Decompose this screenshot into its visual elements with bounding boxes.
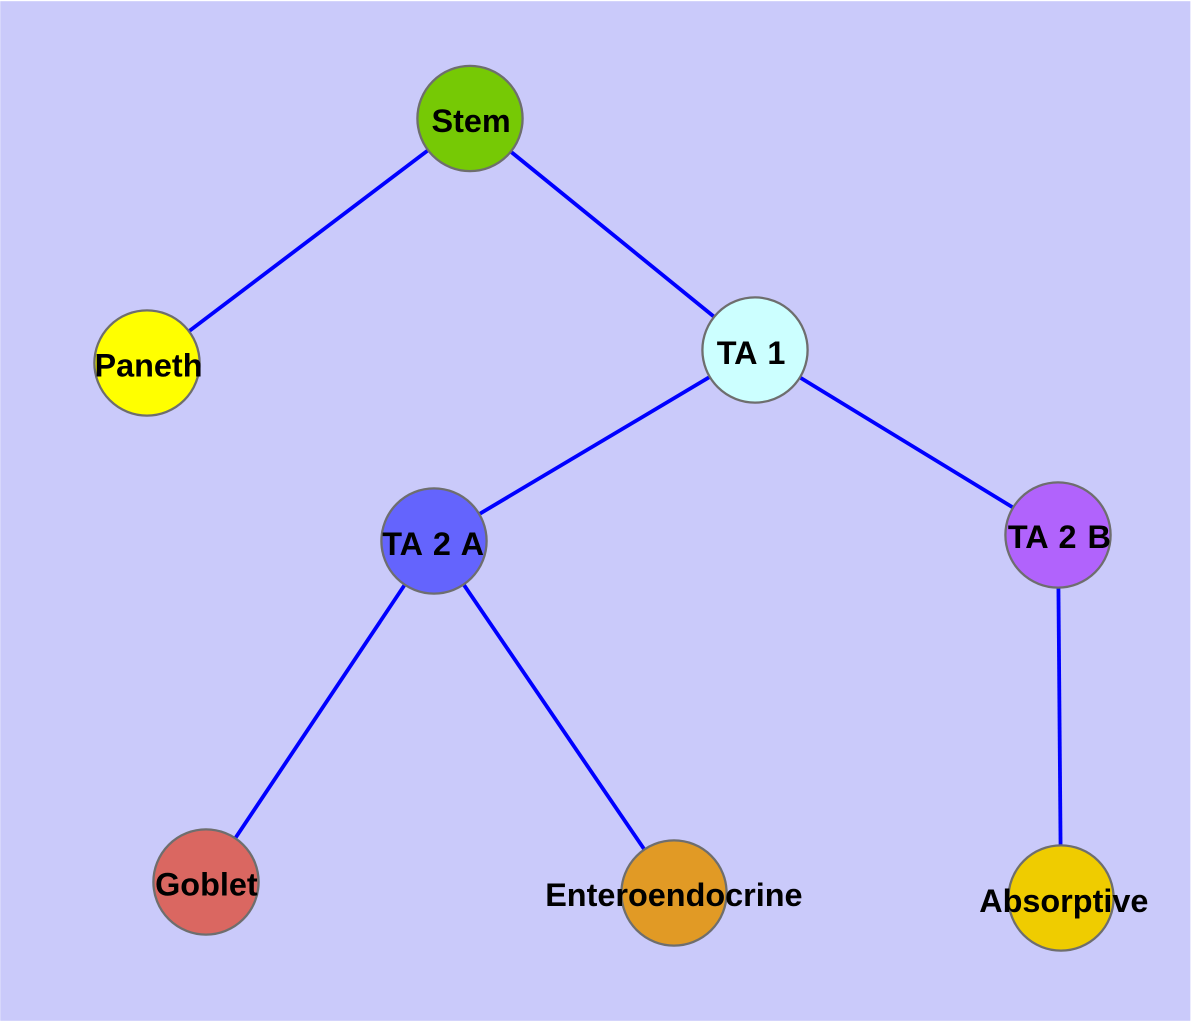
svg-text:Stem: Stem <box>431 103 510 139</box>
svg-text:TA 2 A: TA 2 A <box>382 526 484 562</box>
svg-text:TA 2 B: TA 2 B <box>1008 519 1111 555</box>
svg-text:Enteroendocrine: Enteroendocrine <box>545 877 802 913</box>
svg-text:Goblet: Goblet <box>155 867 258 903</box>
svg-text:Paneth: Paneth <box>95 348 203 384</box>
svg-text:Absorptive: Absorptive <box>979 883 1148 919</box>
svg-text:TA 1: TA 1 <box>717 335 786 371</box>
